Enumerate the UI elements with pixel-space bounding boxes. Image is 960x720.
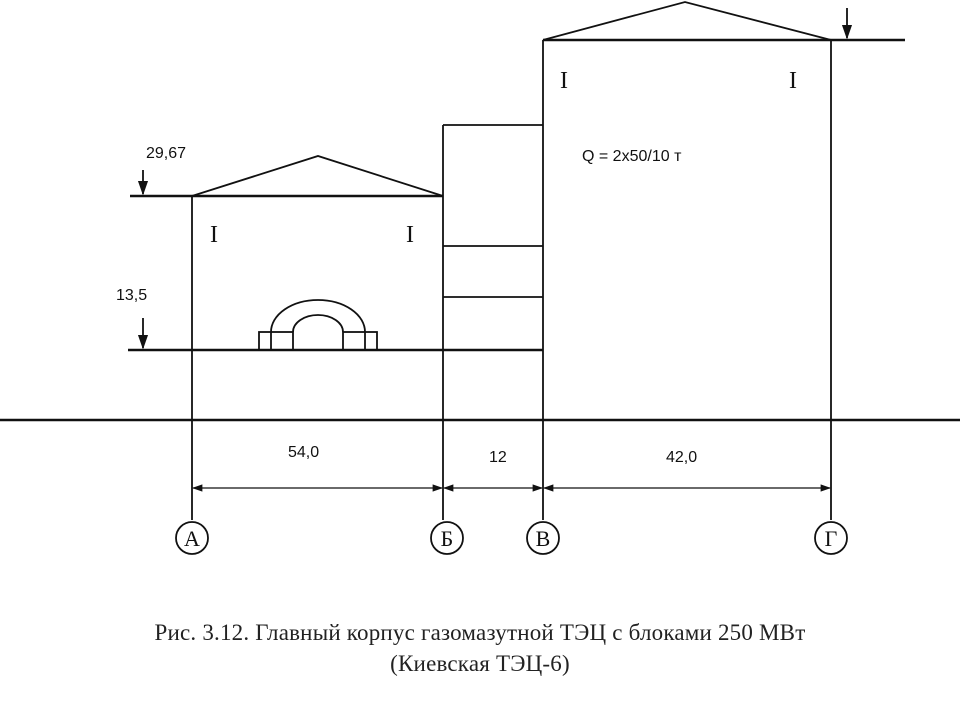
- column-mark-left-b: I: [406, 222, 414, 248]
- column-mark-left-a: I: [210, 222, 218, 248]
- axis-bubble-v: В: [526, 521, 560, 555]
- axis-label-a: А: [184, 526, 200, 551]
- column-mark-right-v: I: [560, 68, 568, 94]
- span-label-vg: 42,0: [666, 449, 697, 466]
- axis-label-g: Г: [825, 526, 838, 551]
- span-label-ab: 54,0: [288, 444, 319, 461]
- middle-bay: [442, 124, 543, 298]
- figure-caption-line-2: (Киевская ТЭЦ-6): [390, 651, 570, 676]
- figure-caption-line-1: Рис. 3.12. Главный корпус газомазутной Т…: [154, 620, 806, 645]
- elevation-label-lower: 13,5: [116, 287, 147, 304]
- crane-load-label: Q = 2x50/10 т: [582, 148, 682, 165]
- axis-bubble-b: Б: [430, 521, 464, 555]
- axis-bubble-g: Г: [814, 521, 848, 555]
- span-label-bv: 12: [489, 449, 507, 466]
- left-bay: [128, 155, 543, 520]
- elevation-label-upper: 29,67: [146, 145, 186, 162]
- boiler-symbol: [258, 299, 378, 351]
- axis-bubble-a: А: [175, 521, 209, 555]
- axis-label-b: Б: [441, 526, 454, 551]
- column-mark-right-g: I: [789, 68, 797, 94]
- axis-label-v: В: [536, 526, 551, 551]
- right-bay: [542, 1, 905, 520]
